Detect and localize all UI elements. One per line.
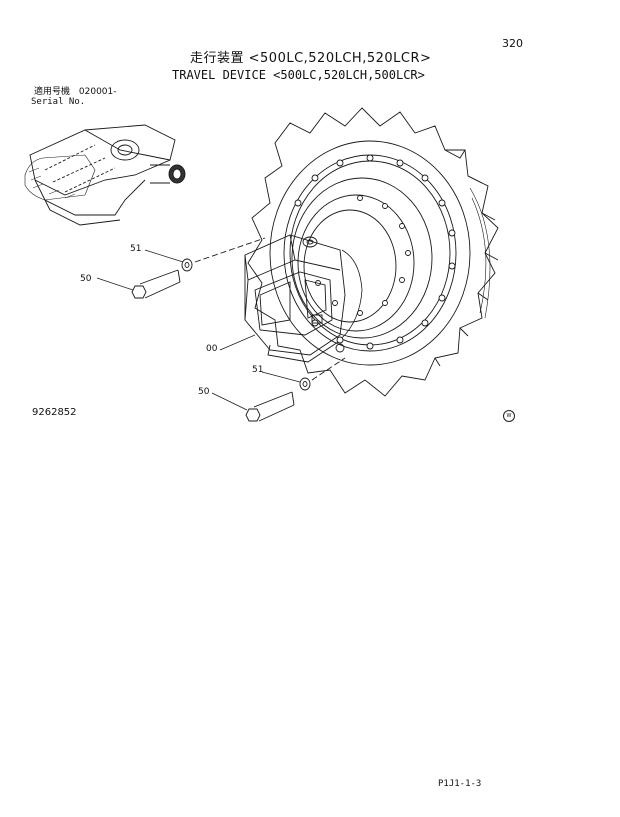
undercarriage-frame-sketch	[24, 124, 186, 226]
serial-value: 020001-	[78, 87, 117, 97]
callout-washer-lower: 51	[252, 365, 264, 375]
serial-label-en: Serial No.	[31, 97, 86, 107]
page-number: 320	[502, 37, 523, 50]
upper-bolt-assembly	[131, 237, 266, 299]
serial-label-jp-text: 適用号機	[34, 87, 71, 97]
travel-motor	[244, 234, 363, 363]
callout-bolt-lower: 50	[198, 387, 210, 397]
revision-mark-icon: W	[503, 410, 515, 422]
drawing-number: 9262852	[32, 407, 77, 418]
sprocket	[247, 107, 499, 397]
footer-code: P1J1-1-3	[438, 779, 482, 789]
lower-bolt-assembly	[245, 357, 346, 422]
title-english: TRAVEL DEVICE <500LC,520LCH,500LCR>	[172, 68, 425, 82]
callout-travel-device: 00	[206, 344, 218, 354]
title-japanese: 走行装置 <500LC,520LCH,520LCR>	[190, 51, 432, 66]
callout-washer-upper: 51	[130, 244, 142, 254]
callout-bolt-upper: 50	[80, 274, 92, 284]
serial-label-jp: 適用号機 020001-	[34, 88, 117, 97]
